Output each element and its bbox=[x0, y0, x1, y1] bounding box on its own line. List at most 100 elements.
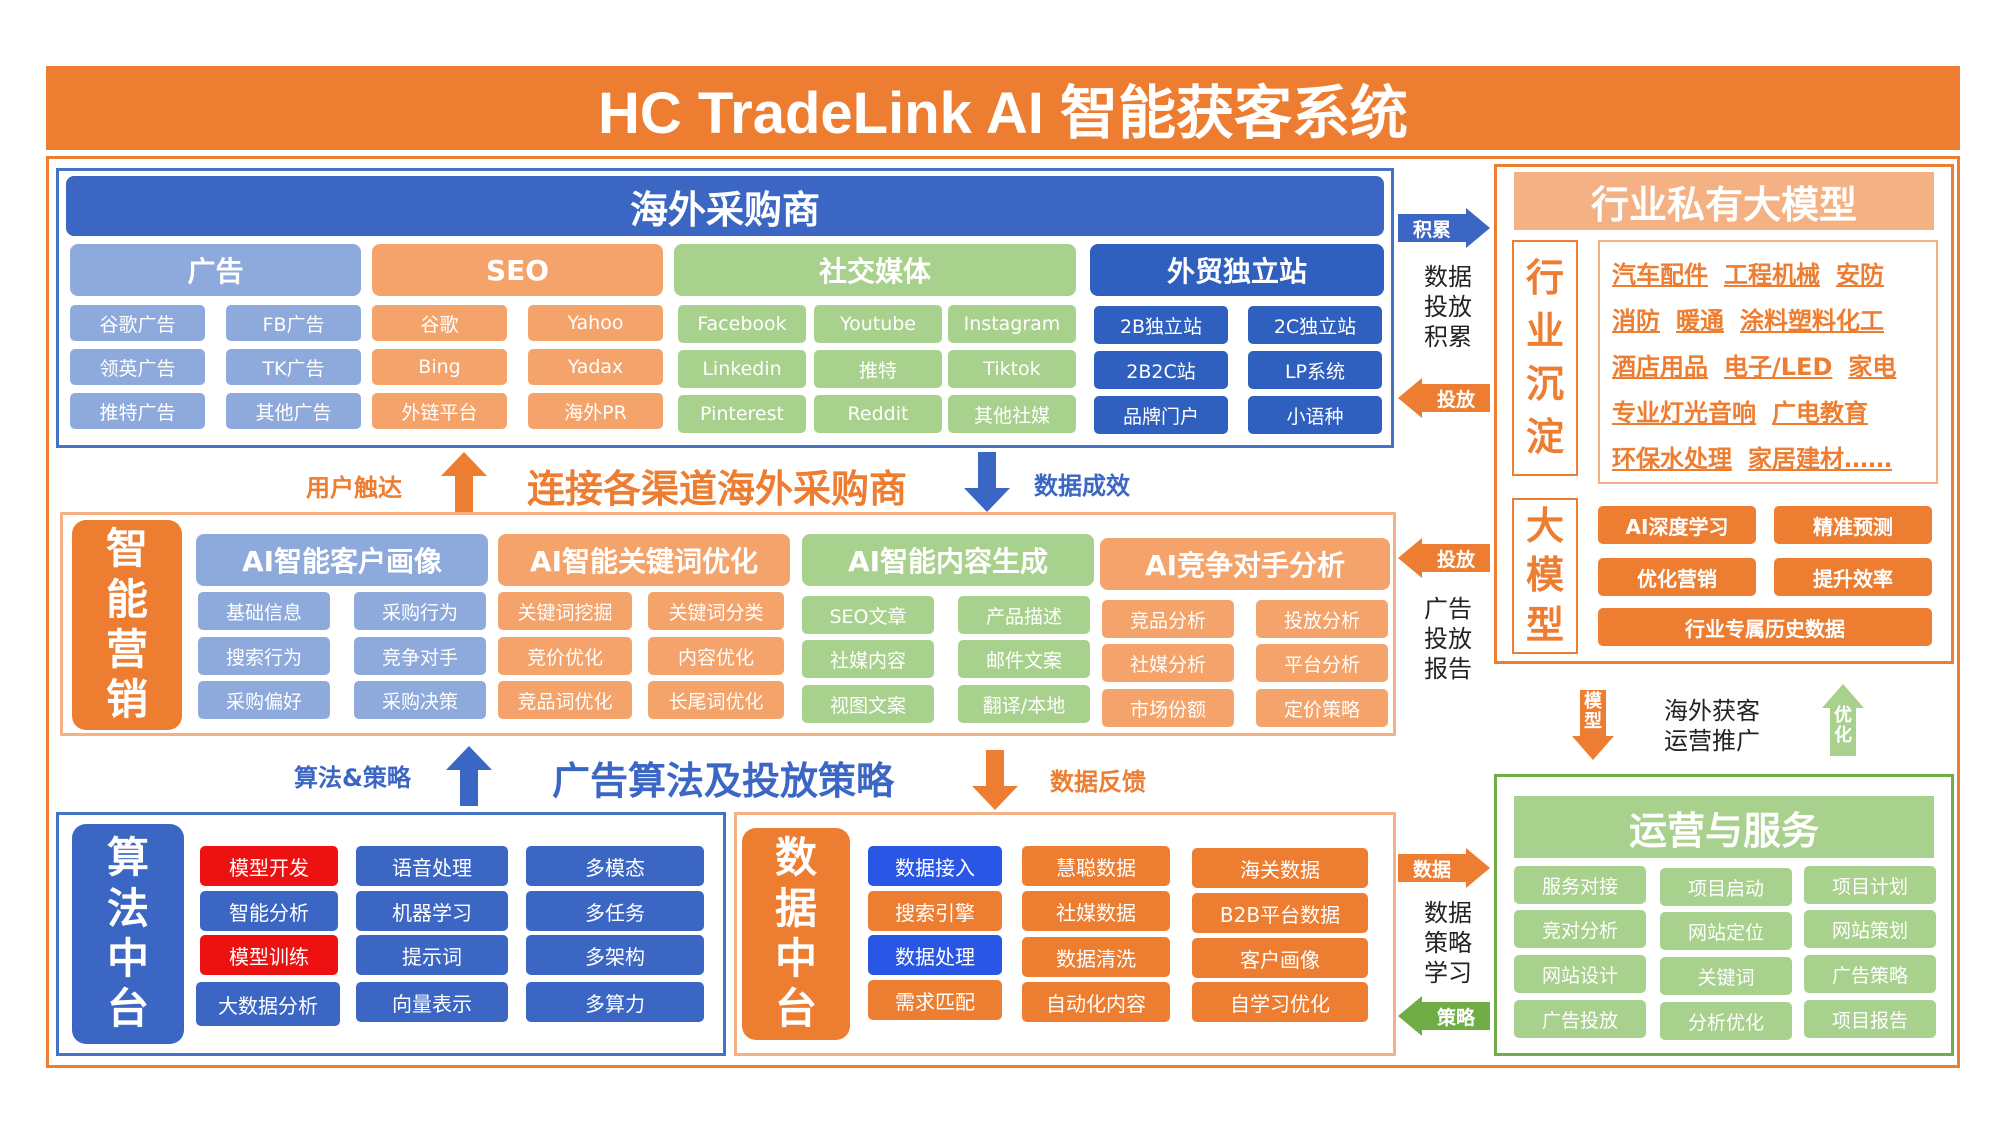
seo-item: Yahoo bbox=[528, 305, 663, 341]
arrow-left-icon bbox=[1398, 378, 1490, 418]
mk-competitor-item: 投放分析 bbox=[1256, 600, 1388, 638]
model-button-precise-forecast: 精准预测 bbox=[1774, 506, 1932, 544]
site-item: 2B独立站 bbox=[1094, 306, 1228, 344]
mk-header-competitor: AI竞争对手分析 bbox=[1100, 538, 1390, 590]
mk-competitor-item: 平台分析 bbox=[1256, 644, 1388, 682]
label-data-feedback: 数据反馈 bbox=[1050, 768, 1146, 796]
arrow-right-icon bbox=[1398, 208, 1490, 248]
ads-item: 推特广告 bbox=[70, 393, 205, 429]
mk-profile-item: 采购行为 bbox=[354, 592, 486, 630]
social-item: 其他社媒 bbox=[948, 395, 1076, 433]
ops-item: 广告投放 bbox=[1514, 1000, 1646, 1038]
site-item: 小语种 bbox=[1248, 396, 1382, 434]
ops-item: 广告策略 bbox=[1804, 955, 1936, 993]
algo-item: 提示词 bbox=[356, 935, 508, 975]
ads-item: 领英广告 bbox=[70, 349, 205, 385]
ops-item: 网站策划 bbox=[1804, 910, 1936, 948]
mk-competitor-item: 市场份额 bbox=[1102, 689, 1234, 727]
ads-item: TK广告 bbox=[226, 349, 361, 385]
algo-item: 语音处理 bbox=[356, 846, 508, 886]
mk-header-keyword: AI智能关键词优化 bbox=[498, 534, 790, 586]
mk-keyword-item: 关键词挖掘 bbox=[498, 592, 632, 630]
social-item: Pinterest bbox=[678, 395, 806, 433]
industry-tag: 环保水处理 bbox=[1612, 445, 1732, 473]
data-item: B2B平台数据 bbox=[1192, 893, 1368, 933]
chip-deliver-mid: 投放 bbox=[1398, 538, 1490, 578]
model-header: 行业私有大模型 bbox=[1514, 172, 1934, 230]
group-header-site: 外贸独立站 bbox=[1090, 244, 1384, 296]
industry-tag: 暖通 bbox=[1676, 307, 1724, 335]
chip-strategy-bottom: 策略 bbox=[1398, 996, 1490, 1036]
group-header-social: 社交媒体 bbox=[674, 244, 1076, 296]
model-side-bigmodel: 大 模 型 bbox=[1512, 498, 1578, 654]
data-item: 搜索引擎 bbox=[868, 891, 1002, 931]
mk-content-item: 翻译/本地 bbox=[958, 685, 1090, 723]
site-item: 2B2C站 bbox=[1094, 351, 1228, 389]
ops-item: 服务对接 bbox=[1514, 866, 1646, 904]
model-frame bbox=[1494, 164, 1954, 664]
ops-item: 网站设计 bbox=[1514, 955, 1646, 993]
group-header-ads: 广告 bbox=[70, 244, 361, 296]
data-item: 海关数据 bbox=[1192, 848, 1368, 888]
model-button-history-data: 行业专属历史数据 bbox=[1598, 608, 1932, 646]
chip-deliver-top: 投放 bbox=[1398, 378, 1490, 418]
mk-profile-item: 采购决策 bbox=[354, 681, 486, 719]
connector-text-right: 海外获客 运营推广 bbox=[1664, 697, 1760, 755]
ops-item: 网站定位 bbox=[1660, 912, 1792, 950]
industry-tag: 消防 bbox=[1612, 307, 1660, 335]
seo-item: 海外PR bbox=[528, 393, 663, 429]
mk-profile-item: 基础信息 bbox=[198, 592, 330, 630]
algo-item: 模型开发 bbox=[200, 846, 338, 886]
arrow-down-icon bbox=[1572, 690, 1614, 760]
ops-item: 关键词 bbox=[1660, 957, 1792, 995]
connector-model-down: 模型 bbox=[1572, 690, 1614, 760]
social-item: Tiktok bbox=[948, 350, 1076, 388]
mk-keyword-item: 关键词分类 bbox=[648, 592, 784, 630]
chip-data-bottom: 数据 bbox=[1398, 848, 1490, 888]
mk-keyword-item: 长尾词优化 bbox=[648, 681, 784, 719]
algo-item: 多模态 bbox=[526, 846, 704, 886]
model-button-optimize-marketing: 优化营销 bbox=[1598, 558, 1756, 596]
page-title: HC TradeLink AI 智能获客系统 bbox=[598, 81, 1408, 146]
datahub-frame bbox=[734, 812, 1396, 1056]
social-item: Linkedin bbox=[678, 350, 806, 388]
algo-item: 智能分析 bbox=[200, 891, 338, 931]
mk-content-item: 产品描述 bbox=[958, 596, 1090, 634]
arrow-down-icon bbox=[964, 452, 1010, 512]
algo-item: 多算力 bbox=[526, 982, 704, 1022]
social-item: Reddit bbox=[814, 395, 942, 433]
data-item: 数据接入 bbox=[868, 846, 1002, 886]
arrow-left-icon bbox=[1398, 538, 1490, 578]
site-item: 品牌门户 bbox=[1094, 396, 1228, 434]
algo-item: 模型训练 bbox=[200, 935, 338, 975]
seo-item: 谷歌 bbox=[372, 305, 507, 341]
industry-tag: 汽车配件 bbox=[1612, 261, 1708, 289]
mk-profile-item: 搜索行为 bbox=[198, 637, 330, 675]
model-button-deep-learning: AI深度学习 bbox=[1598, 506, 1756, 544]
arrow-up-icon bbox=[441, 452, 487, 512]
industry-tag: 涂料塑料化工 bbox=[1740, 307, 1884, 335]
data-item: 客户画像 bbox=[1192, 938, 1368, 978]
industry-tag: 专业灯光音响 bbox=[1612, 399, 1756, 427]
data-item: 数据处理 bbox=[868, 935, 1002, 975]
industry-tag: 电子/LED bbox=[1724, 353, 1833, 381]
model-side-industry: 行 业 沉 淀 bbox=[1512, 240, 1578, 476]
label-algo-strategy: 算法&策略 bbox=[294, 764, 411, 792]
data-item: 社媒数据 bbox=[1022, 891, 1170, 931]
connector-optimize-up: 优化 bbox=[1822, 684, 1864, 756]
mk-content-item: 邮件文案 bbox=[958, 640, 1090, 678]
connector-text-top: 数据 投放 积累 bbox=[1424, 263, 1472, 351]
data-item: 需求匹配 bbox=[868, 980, 1002, 1020]
mk-competitor-item: 定价策略 bbox=[1256, 689, 1388, 727]
site-item: LP系统 bbox=[1248, 351, 1382, 389]
model-button-boost-efficiency: 提升效率 bbox=[1774, 558, 1932, 596]
algo-side: 算 法 中 台 bbox=[72, 824, 184, 1044]
ads-item: 其他广告 bbox=[226, 393, 361, 429]
social-item: Facebook bbox=[678, 305, 806, 343]
ops-item: 分析优化 bbox=[1660, 1002, 1792, 1040]
algo-frame bbox=[56, 812, 726, 1056]
mk-content-item: SEO文章 bbox=[802, 596, 934, 634]
site-item: 2C独立站 bbox=[1248, 306, 1382, 344]
ops-item: 竞对分析 bbox=[1514, 910, 1646, 948]
ops-item: 项目启动 bbox=[1660, 868, 1792, 906]
